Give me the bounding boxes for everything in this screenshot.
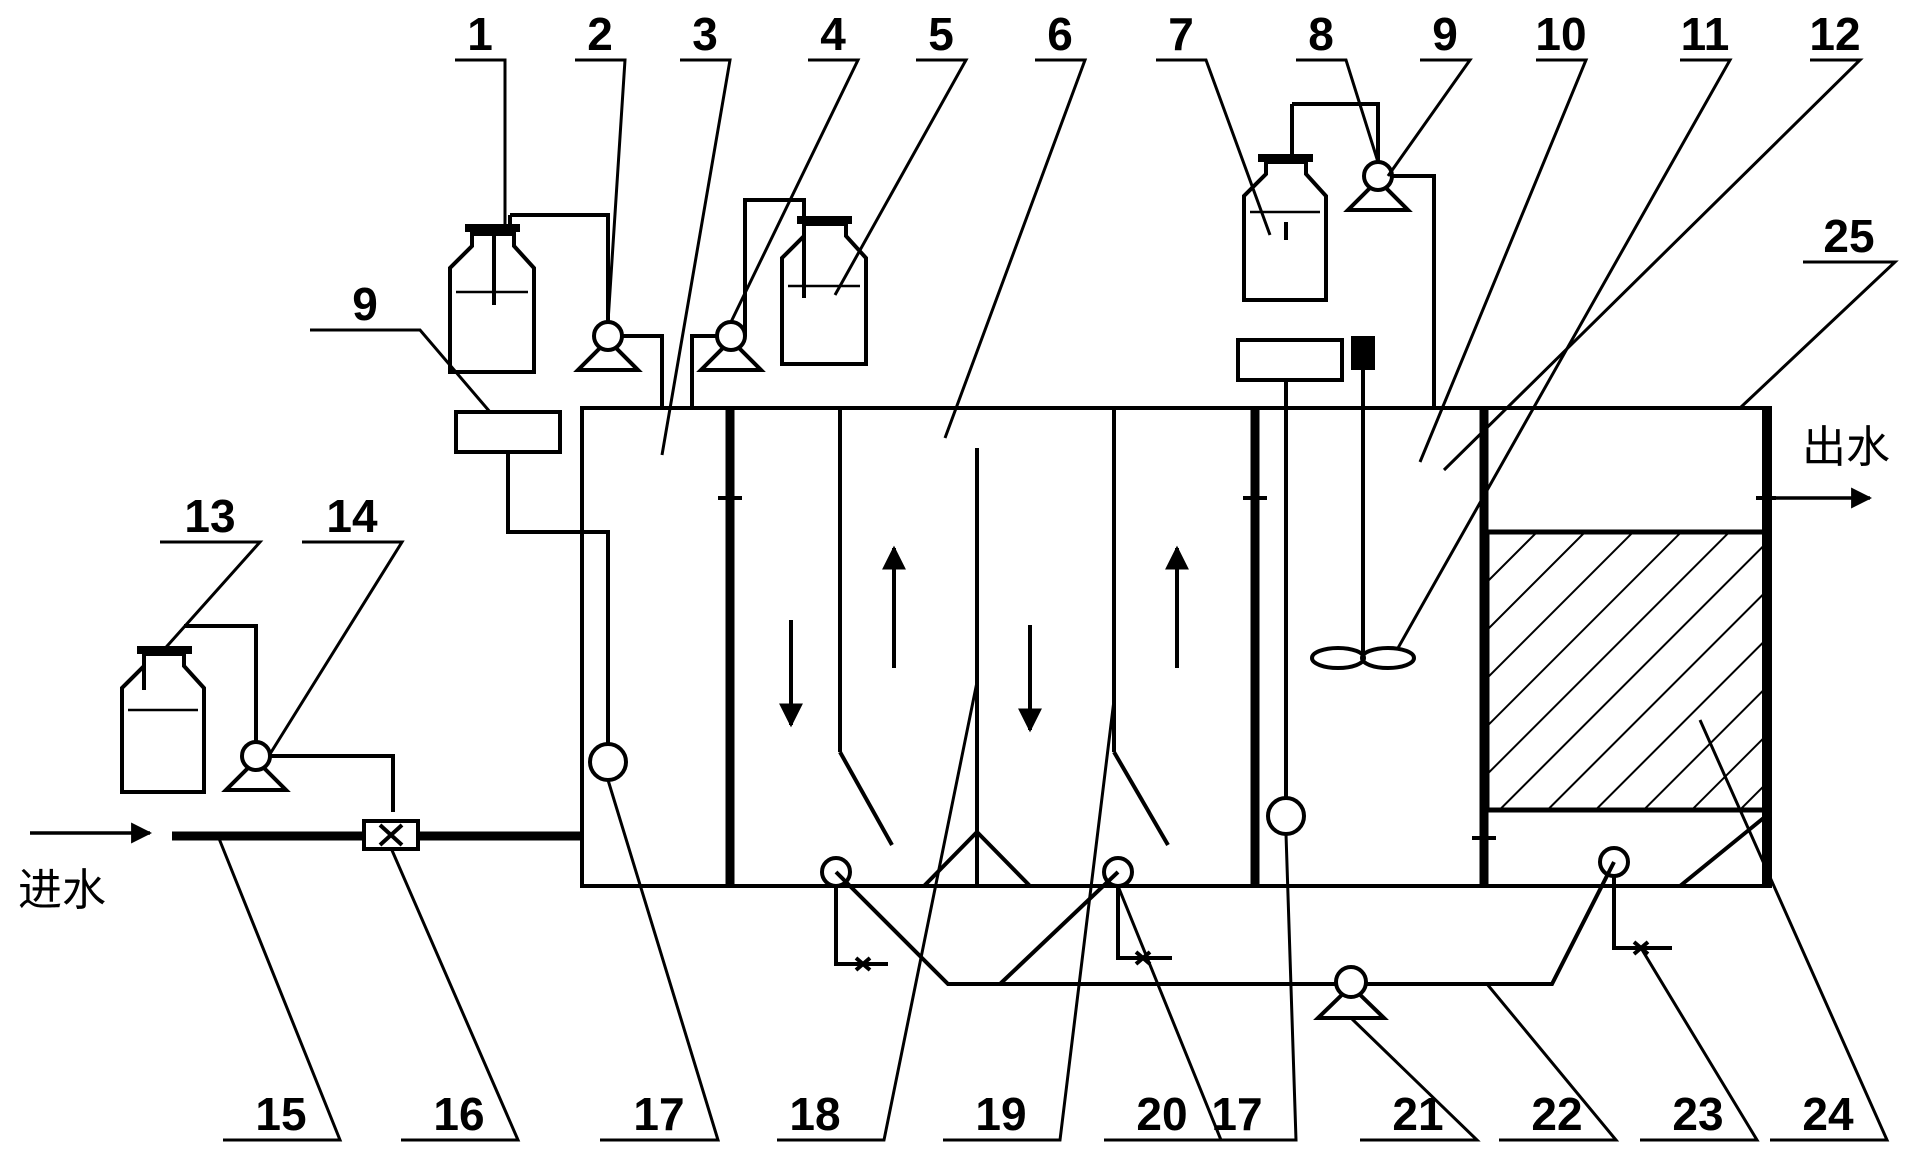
callout-2: 2	[587, 8, 613, 60]
callout-numbers: 1 2 3 4 5 6 7 8 9 10 11 12 25 9 13 14 15…	[184, 8, 1874, 1140]
callout-1: 1	[467, 8, 493, 60]
probe-left	[588, 742, 628, 782]
callout-12: 12	[1809, 8, 1860, 60]
callout-25: 25	[1823, 210, 1874, 262]
callout-23: 23	[1672, 1088, 1723, 1140]
callout-9-right: 9	[1432, 8, 1458, 60]
feed-line-8	[1392, 174, 1436, 408]
feed-line-4b	[690, 334, 717, 408]
stirrer-blade-left	[1310, 646, 1366, 670]
callout-17-left: 17	[633, 1088, 684, 1140]
callout-5: 5	[928, 8, 954, 60]
dosing-bottle-5	[780, 216, 868, 366]
callout-3: 3	[692, 8, 718, 60]
callout-8: 8	[1308, 8, 1334, 60]
leader-lines	[158, 58, 1899, 1142]
dosing-pump-14	[221, 740, 291, 792]
dosing-pump-8	[1343, 160, 1413, 212]
callout-22: 22	[1531, 1088, 1582, 1140]
callout-21: 21	[1392, 1088, 1443, 1140]
callout-16: 16	[433, 1088, 484, 1140]
feed-line-13	[184, 624, 258, 742]
dosing-pump-2	[573, 320, 643, 372]
outlet-label: 出水	[1802, 423, 1890, 472]
callout-18: 18	[789, 1088, 840, 1140]
feed-line-14	[270, 754, 395, 812]
return-line	[834, 870, 1336, 986]
dosing-bottle-1	[448, 215, 536, 374]
callout-11: 11	[1681, 8, 1730, 60]
callout-14: 14	[326, 490, 378, 542]
callout-13: 13	[184, 490, 235, 542]
drain-line-3	[1612, 876, 1672, 950]
controller-right	[1236, 338, 1344, 382]
drain-line-2	[1116, 886, 1172, 960]
callout-24: 24	[1802, 1088, 1854, 1140]
inlet-label: 进水	[18, 866, 106, 915]
feed-line-4	[743, 198, 806, 336]
callout-15: 15	[255, 1088, 306, 1140]
sludge-slope	[1678, 814, 1768, 888]
callout-17-right: 17	[1211, 1088, 1262, 1140]
stirrer-motor	[1351, 336, 1375, 370]
callout-9-left: 9	[352, 278, 378, 330]
feed-line-1	[510, 213, 610, 322]
drain-line-1	[834, 886, 888, 966]
baffle-reactor	[838, 408, 1170, 888]
callout-10: 10	[1535, 8, 1586, 60]
callout-19: 19	[975, 1088, 1026, 1140]
feed-line-7	[1292, 102, 1380, 162]
controller-left-cable	[506, 452, 610, 744]
dosing-pump-4	[696, 320, 766, 372]
stirrer-blade-right	[1360, 646, 1416, 670]
feed-line-2	[622, 334, 664, 408]
callout-6: 6	[1047, 8, 1073, 60]
callout-20: 20	[1136, 1088, 1187, 1140]
dosing-bottle-13	[120, 646, 206, 794]
probe-right	[1266, 796, 1306, 836]
circulation-pump-21	[1313, 965, 1389, 1020]
callout-4: 4	[820, 8, 846, 60]
callout-7: 7	[1168, 8, 1194, 60]
dosing-bottle-7	[1242, 104, 1328, 302]
media-zone	[1484, 529, 1769, 813]
controller-left	[454, 410, 562, 454]
